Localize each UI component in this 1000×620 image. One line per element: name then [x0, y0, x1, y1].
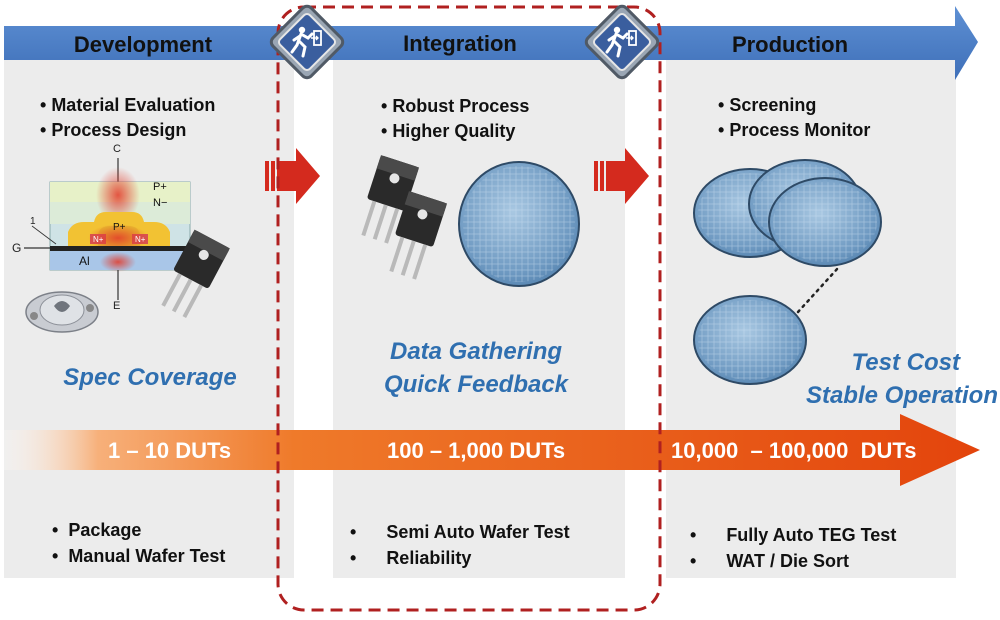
integration-highlight: Data Gathering Quick Feedback [350, 335, 602, 401]
to247-package-icon [389, 191, 448, 280]
integration-bottom-bullets: Semi Auto Wafer Test Reliability [350, 519, 570, 571]
red-arrow-1 [265, 148, 320, 204]
dut-range-production: 10,000 – 100,000 DUTs [671, 438, 917, 463]
to247-package-icon [361, 155, 420, 244]
igbt-label-n-plus-right: N+ [135, 235, 146, 244]
igbt-label-p-plus-well: P+ [113, 222, 126, 233]
igbt-label-n-minus: N− [153, 197, 168, 209]
highlight-line: Test Cost [851, 349, 960, 376]
production-highlight: Test Cost Stable Operation [782, 346, 998, 412]
highlight-line: Spec Coverage [63, 364, 237, 391]
to3-package-icon [25, 291, 99, 333]
exit-sign-icon [269, 4, 345, 80]
stage-title-development: Development [73, 32, 213, 57]
red-arrow-2 [594, 148, 649, 204]
to247-package-icon [161, 229, 230, 319]
wafer-icon [693, 295, 807, 385]
exit-sign-icon [584, 4, 660, 80]
wafer-ellipsis-line [796, 266, 840, 314]
igbt-cross-section [24, 158, 191, 300]
production-bottom-bullets: Fully Auto TEG Test WAT / Die Sort [690, 522, 896, 574]
igbt-label-n-plus-left: N+ [93, 235, 104, 244]
bullet-item: WAT / Die Sort [690, 548, 896, 574]
stage-title-integration: Integration [403, 31, 517, 56]
igbt-label-p-plus: P+ [153, 181, 167, 193]
dut-range-integration: 100 – 1,000 DUTs [387, 438, 566, 463]
highlight-line: Quick Feedback [383, 371, 569, 398]
integration-top-bullets: Robust Process Higher Quality [381, 94, 529, 144]
bullet-item: Higher Quality [381, 119, 529, 144]
development-highlight: Spec Coverage [30, 361, 270, 394]
bullet-item: Package [52, 517, 225, 543]
stage-title-production: Production [731, 32, 849, 57]
highlight-line: Stable Operation [805, 382, 998, 409]
bullet-item: Material Evaluation [40, 93, 215, 118]
bullet-item: Robust Process [381, 94, 529, 119]
igbt-label-collector: C [113, 143, 121, 155]
bullet-item: Manual Wafer Test [52, 543, 225, 569]
igbt-label-oxide: 1 [30, 216, 36, 227]
wafer-icon [768, 177, 882, 267]
bullet-item: Fully Auto TEG Test [690, 522, 896, 548]
production-top-bullets: Screening Process Monitor [718, 93, 870, 143]
bullet-item: Process Design [40, 118, 215, 143]
dut-range-development: 1 – 10 DUTs [108, 438, 232, 463]
bullet-item: Process Monitor [718, 118, 870, 143]
bullet-item: Screening [718, 93, 870, 118]
igbt-label-emitter: E [113, 300, 121, 312]
development-top-bullets: Material Evaluation Process Design [40, 93, 215, 143]
integration-dashed-frame [276, 5, 662, 612]
igbt-label-gate: G [12, 241, 22, 255]
top-banner-arrow [4, 6, 978, 80]
dut-scale-arrow [0, 414, 980, 486]
wafer-icon [458, 161, 580, 287]
bullet-item: Semi Auto Wafer Test [350, 519, 569, 545]
development-bottom-bullets: Package Manual Wafer Test [52, 517, 225, 569]
highlight-line: Data Gathering [389, 338, 563, 365]
bullet-item: Reliability [350, 545, 570, 571]
igbt-label-metal: Al [79, 254, 90, 268]
